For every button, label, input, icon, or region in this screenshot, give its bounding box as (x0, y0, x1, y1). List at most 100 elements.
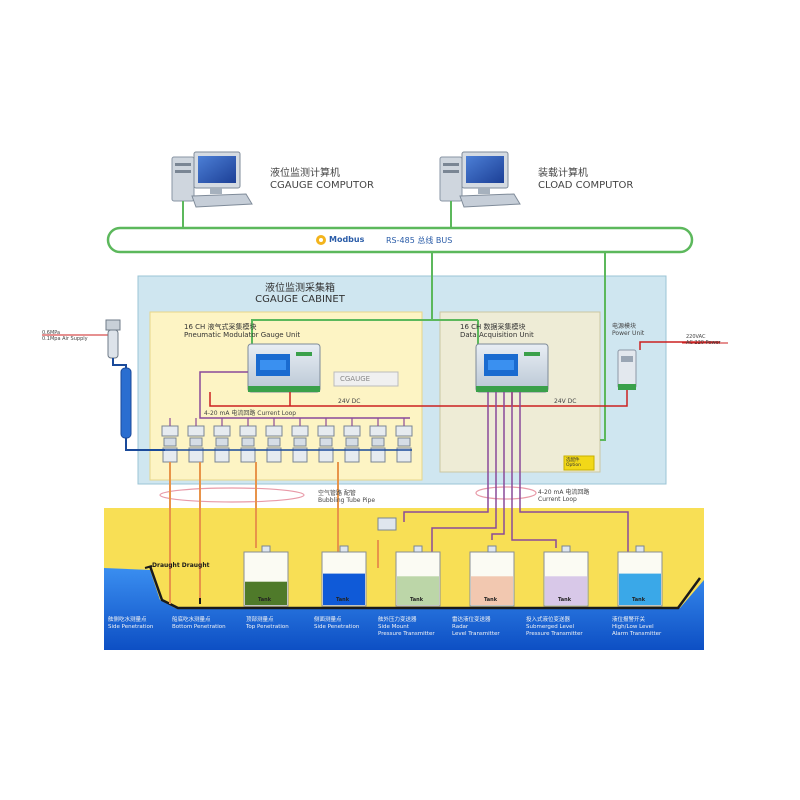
load-computer-label: 装载计算机 CLOAD COMPUTOR (538, 168, 633, 192)
tank-label: Tank (336, 597, 350, 603)
air-supply-line2: 0.1Mpa Air Supply (42, 336, 88, 342)
power-supply-line2: AC 220 Power (686, 340, 721, 346)
gauge-unit-cn: 16 CH 液气式采集模块 (184, 323, 257, 331)
option-label: 选配件 Option (566, 458, 581, 468)
caption-line: 雷达液位变送器 (452, 617, 491, 623)
transmitter-block-icon (369, 418, 387, 463)
transmitter-block-icon (317, 418, 335, 463)
cabinet-title-cn: 液位监测采集箱 (265, 283, 335, 294)
tank-submerged (543, 545, 589, 607)
air-pipe-cn: 空气管路 配管 (318, 490, 356, 497)
caption-line: Side Mount (378, 624, 409, 630)
gauge-unit-label: 16 CH 液气式采集模块 Pneumatic Modulator Gauge … (184, 323, 300, 339)
gauge-computer-cn: 液位监测计算机 (270, 168, 340, 179)
caption-line: Pressure Transmitter (378, 631, 435, 637)
air-pipe-bundle (159, 487, 305, 503)
tank-label: Tank (484, 597, 498, 603)
tank-side-penetration (321, 545, 367, 607)
caption-line: Level Transmitter (452, 631, 500, 637)
power-supply-line1: 220VAC (686, 334, 706, 340)
transmitter-block-icon (161, 418, 179, 463)
bus-drop-gauge (251, 252, 433, 345)
transmitter-line (519, 392, 629, 552)
caption-line: Radar (452, 624, 469, 630)
caption-line: 投入式液位变送器 (526, 617, 571, 623)
power-supply-label: 220VAC AC 220 Power (686, 334, 721, 346)
power-unit-icon (617, 349, 637, 390)
transmitter-block-icon (265, 418, 283, 463)
draught-label: Draught Draught (152, 562, 210, 569)
transmitter-line (403, 392, 489, 522)
caption-line: 舷侧吃水测量点 (108, 617, 147, 623)
bus-label: RS-485 总线 BUS (386, 236, 453, 245)
tank-label: Tank (558, 597, 572, 603)
caption-line: Top Penetration (246, 624, 289, 630)
tank-label: Tank (632, 597, 646, 603)
caption-line: Side Penetration (314, 624, 360, 630)
load-computer-cn: 装载计算机 (538, 168, 588, 179)
tank-side-mount (395, 545, 441, 607)
transmitter-block-icon (291, 418, 309, 463)
option-box (563, 455, 595, 471)
current-loop-top (199, 371, 410, 419)
gauge-computer-label: 液位监测计算机 CGAUGE COMPUTOR (270, 168, 374, 192)
air-supply-line1: 0.6MPa (42, 330, 61, 336)
caption-line: Side Penetration (108, 624, 154, 630)
caption-line: 侧面测量点 (314, 617, 342, 623)
daq-module-icon (475, 343, 549, 393)
load-computer-en: CLOAD COMPUTOR (538, 180, 634, 191)
caption-line: Alarm Transmitter (612, 631, 662, 637)
gauge-module-icon (247, 343, 321, 393)
tank-alarm (617, 545, 663, 607)
gauge-computer-en: CGAUGE COMPUTOR (270, 180, 374, 191)
transmitter-line (491, 392, 505, 540)
gauge-unit-en: Pneumatic Modulator Gauge Unit (184, 331, 301, 339)
air-pipe-label: 空气管路 配管 Bubbling Tube Pipe (318, 490, 375, 504)
air-lines (169, 462, 379, 604)
ac-power-line (639, 341, 720, 350)
caption-line: Submerged Level (526, 624, 575, 630)
bus-drop-power (600, 252, 606, 441)
load-computer-icon (439, 151, 521, 208)
option-line1: 选配件 (566, 458, 580, 463)
side-mount-transmitter-icon (377, 517, 397, 531)
transmitter-manifold (161, 418, 413, 463)
transmitter-block-icon (343, 418, 361, 463)
caption-line: High/Low Level (612, 624, 654, 630)
current-loop-bottom-en: Current Loop (538, 496, 577, 503)
current-loop-top-label: 4-20 mA 电流回路 Current Loop (204, 410, 297, 417)
power-unit-en: Power Unit (612, 330, 645, 337)
air-receiver-icon (120, 367, 132, 439)
tank-label: Tank (410, 597, 424, 603)
rs485-bus (106, 226, 694, 254)
modbus-logo-icon (316, 235, 326, 245)
caption-line: 液位报警开关 (612, 617, 646, 623)
transmitter-block-icon (395, 418, 413, 463)
caption-line: 舷外压力变送器 (378, 617, 417, 623)
option-line2: Option (566, 463, 582, 468)
transmitter-line (511, 392, 557, 548)
daq-unit-cn: 16 CH 数据采集模块 (460, 323, 526, 331)
gauge-voltage: 24V DC (338, 398, 361, 405)
power-unit-label: 电源模块 Power Unit (612, 323, 644, 337)
cabinet-title: 液位监测采集箱 CGAUGE CABINET (240, 283, 360, 305)
gauge-chip-box (333, 371, 399, 387)
dc-power-line (209, 390, 628, 407)
cabinet-title-en: CGAUGE CABINET (255, 294, 345, 305)
caption-line: Bottom Penetration (172, 624, 226, 630)
air-pipe-en: Bubbling Tube Pipe (318, 497, 376, 504)
tank-top-penetration (243, 545, 289, 607)
transmitter-block-icon (213, 418, 231, 463)
tanks (243, 545, 663, 607)
gauge-chip-text: CGAUGE (340, 375, 371, 383)
caption-line: 顶部测量点 (246, 617, 274, 623)
air-supply-label: 0.6MPa 0.1Mpa Air Supply (42, 330, 88, 342)
